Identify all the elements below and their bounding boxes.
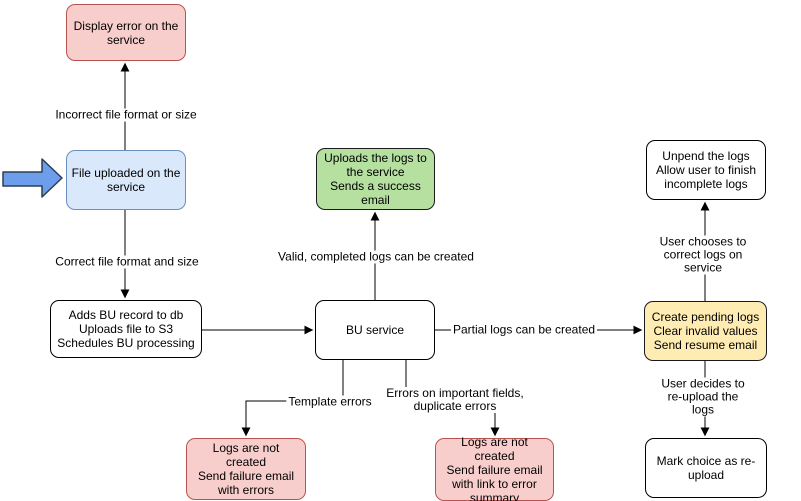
node-logs-not-created-summary: Logs are not created Send failure email … [435, 434, 554, 501]
node-logs-not-created-errors-text: Logs are not created Send failure email … [197, 441, 295, 497]
node-unpend-logs: Unpend the logs Allow user to finish inc… [646, 140, 766, 200]
node-logs-not-created-errors: Logs are not created Send failure email … [186, 438, 306, 500]
edge-label-user-corrects: User chooses to correct logs on service [654, 235, 752, 275]
node-logs-not-created-summary-text: Logs are not created Send failure email … [446, 434, 543, 501]
edge-label-partial-logs: Partial logs can be created [450, 322, 598, 337]
node-uploads-logs-text: Uploads the logs to the service Sends a … [324, 151, 427, 207]
node-bu-service: BU service [315, 300, 435, 360]
node-create-pending-logs-text: Create pending logs Clear invalid values… [651, 310, 760, 352]
node-mark-choice-reupload: Mark choice as re- upload [645, 438, 767, 498]
node-uploads-logs: Uploads the logs to the service Sends a … [316, 148, 435, 210]
node-display-error-text: Display error on the service [73, 18, 179, 47]
node-unpend-logs-text: Unpend the logs Allow user to finish inc… [655, 149, 757, 191]
node-adds-bu-record: Adds BU record to db Uploads file to S3 … [50, 300, 202, 358]
entry-arrow-icon [2, 158, 63, 198]
edge-label-important-errors: Errors on important fields, duplicate er… [384, 386, 526, 413]
edge-label-valid-logs: Valid, completed logs can be created [276, 249, 476, 264]
edge-label-user-reuploads: User decides to re-upload the logs [654, 377, 752, 417]
edge-label-template-errors: Template errors [286, 394, 374, 409]
node-create-pending-logs: Create pending logs Clear invalid values… [644, 301, 767, 361]
edge-label-incorrect-format: Incorrect file format or size [53, 107, 199, 122]
node-file-uploaded: File uploaded on the service [66, 150, 186, 210]
node-adds-bu-record-text: Adds BU record to db Uploads file to S3 … [57, 308, 195, 350]
node-bu-service-text: BU service [345, 323, 404, 337]
node-display-error: Display error on the service [66, 4, 186, 61]
edge-label-correct-format: Correct file format and size [53, 254, 201, 269]
node-mark-choice-reupload-text: Mark choice as re- upload [656, 454, 756, 482]
node-file-uploaded-text: File uploaded on the service [71, 166, 181, 194]
